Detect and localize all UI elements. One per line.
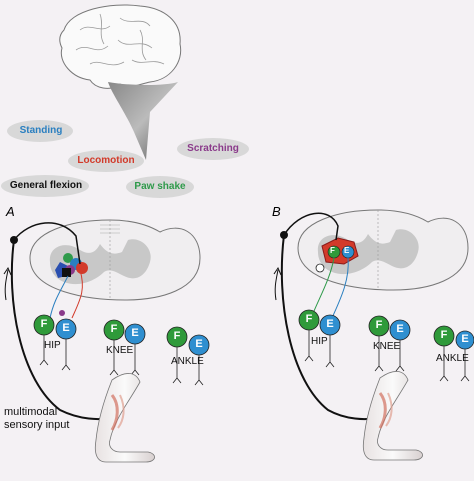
knee-label-b: KNEE xyxy=(373,341,401,352)
brain-icon xyxy=(59,4,182,89)
cpg-flexor-b-text: F xyxy=(330,246,335,255)
panel-a-label: A xyxy=(6,204,15,219)
ankle-flexor-a-text: F xyxy=(173,330,181,342)
cpg-extensor-b-text: E xyxy=(344,246,350,255)
locomotion-oval xyxy=(68,150,144,172)
ankle-extensor-b-text: E xyxy=(461,333,469,345)
leg-a xyxy=(94,373,155,463)
output-red-a xyxy=(71,269,83,319)
interneuron-b xyxy=(315,263,325,273)
knee-extensor-a-text: E xyxy=(131,327,139,339)
sensory-fiber-a xyxy=(10,239,111,420)
standing-oval xyxy=(7,120,73,142)
ankle-extensor-a-text: E xyxy=(195,338,203,350)
motor-neurons-a xyxy=(33,314,210,386)
arrow-up-b xyxy=(274,269,279,301)
output-blue-a xyxy=(49,275,69,319)
arrow-up-a xyxy=(4,269,9,301)
standing-label: Standing xyxy=(19,125,63,136)
hip-extensor-b-text: E xyxy=(326,318,334,330)
general-flexion-oval xyxy=(1,175,89,197)
descending-command-funnel xyxy=(108,82,178,160)
locomotion-label: Locomotion xyxy=(77,155,135,166)
paw-shake-label: Paw shake xyxy=(134,181,186,192)
hip-flexor-b-text: F xyxy=(305,313,313,325)
hip-flexor-a-text: F xyxy=(40,318,48,330)
spinal-cord-a xyxy=(29,219,201,301)
ankle-label-b: ANKLE xyxy=(436,353,469,364)
panel-b-label: B xyxy=(272,204,281,219)
leg-b xyxy=(362,371,423,461)
hip-label-b: HIP xyxy=(311,336,328,347)
sensory-afferent-a xyxy=(13,222,81,265)
knee-extensor-b-text: E xyxy=(396,323,404,335)
general-flexion-label: General flexion xyxy=(9,180,83,191)
inter-neuron-a xyxy=(59,310,65,316)
sensory-fiber-b xyxy=(280,234,377,420)
sensory-input-label: multimodal sensory input xyxy=(4,406,70,431)
paw-shake-oval xyxy=(126,176,194,198)
scratching-label: Scratching xyxy=(187,143,239,154)
motor-neurons-b xyxy=(298,309,474,382)
knee-label-a: KNEE xyxy=(106,345,134,356)
knee-flexor-a-text: F xyxy=(110,323,118,335)
ankle-flexor-b-text: F xyxy=(440,329,448,341)
knee-flexor-b-text: F xyxy=(375,319,383,331)
sensory-afferent-b xyxy=(283,212,339,241)
hip-extensor-a-text: E xyxy=(62,322,70,334)
scratching-oval xyxy=(177,138,249,160)
output-blue-b xyxy=(331,257,349,319)
hip-label-a: HIP xyxy=(44,340,61,351)
ankle-label-a: ANKLE xyxy=(171,356,204,367)
